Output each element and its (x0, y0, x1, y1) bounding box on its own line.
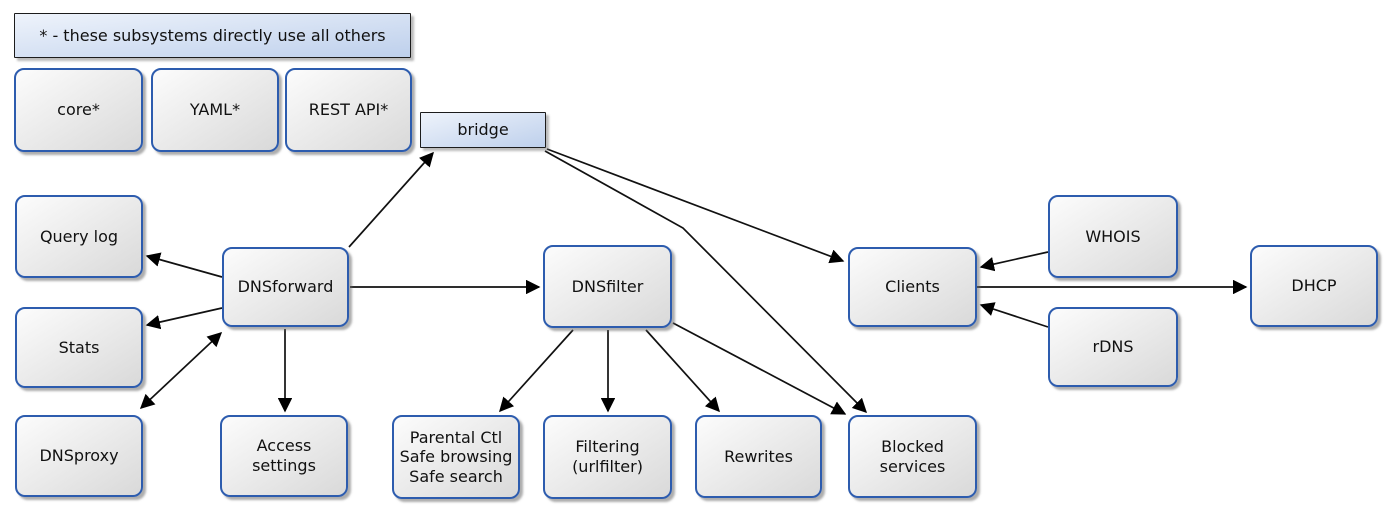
node-access-settings-label: settings (252, 456, 316, 475)
node-legend-label: * - these subsystems directly use all ot… (39, 25, 386, 45)
node-dnsforward: DNSforward (222, 247, 349, 327)
node-parental-label: Safe browsing (399, 447, 513, 467)
node-dnsproxy-label: DNSproxy (39, 446, 119, 466)
node-rdns: rDNS (1048, 307, 1178, 387)
node-dnsfilter-label: DNSfilter (571, 276, 644, 296)
node-core-label: core* (57, 100, 100, 120)
node-blocked-services-label: Blocked (881, 436, 944, 456)
node-rest-api-label: REST API* (308, 100, 389, 120)
edge-dnsfilter-to-blocked (672, 322, 847, 415)
node-dhcp-label: DHCP (1291, 276, 1337, 296)
edge-dnsforward-to-dnsproxy (139, 332, 223, 409)
node-rewrites: Rewrites (695, 415, 822, 498)
node-filtering: Filtering(urlfilter) (543, 415, 672, 499)
node-dhcp: DHCP (1250, 245, 1378, 327)
node-access-settings-label: Access (256, 436, 312, 456)
edge-dnsforward-to-bridge (348, 151, 434, 248)
node-dnsforward-label: DNSforward (237, 277, 334, 297)
node-query-log-label: Query log (39, 226, 119, 246)
node-dnsproxy: DNSproxy (15, 415, 143, 497)
node-clients-label: Clients (885, 277, 940, 297)
node-rewrites-label: Rewrites (724, 446, 793, 466)
node-parental-label: Parental Ctl (409, 427, 503, 447)
edge-whois-to-clients (979, 251, 1049, 272)
node-yaml-label: YAML* (189, 100, 241, 120)
node-stats: Stats (15, 307, 143, 388)
edge-rdns-to-clients (979, 302, 1049, 328)
node-whois-label: WHOIS (1085, 226, 1141, 246)
edge-dnsfilter-to-parental (499, 329, 574, 413)
node-filtering-label: (urlfilter) (572, 457, 643, 476)
node-query-log: Query log (15, 195, 143, 278)
node-blocked-services-label: services (879, 456, 946, 476)
node-whois: WHOIS (1048, 195, 1178, 278)
node-stats-label: Stats (58, 337, 100, 357)
node-parental-label: Safe search (409, 466, 503, 486)
node-filtering-label: Filtering (575, 437, 640, 457)
edge-dnsforward-to-stats (145, 307, 223, 330)
edge-dnsfilter-to-rewrites (645, 329, 720, 413)
edge-bridge-to-blocked-services (544, 150, 868, 414)
edge-bridge-to-clients (546, 148, 845, 264)
node-legend: * - these subsystems directly use all ot… (14, 13, 411, 58)
node-bridge: bridge (420, 112, 546, 148)
node-bridge-label: bridge (457, 120, 509, 140)
node-rest-api: REST API* (285, 68, 412, 152)
node-rdns-label: rDNS (1092, 337, 1134, 357)
node-dnsfilter: DNSfilter (543, 245, 672, 328)
edge-dnsforward-to-query-log (145, 252, 223, 278)
node-yaml: YAML* (151, 68, 279, 152)
node-clients: Clients (848, 247, 977, 327)
node-core: core* (14, 68, 143, 152)
